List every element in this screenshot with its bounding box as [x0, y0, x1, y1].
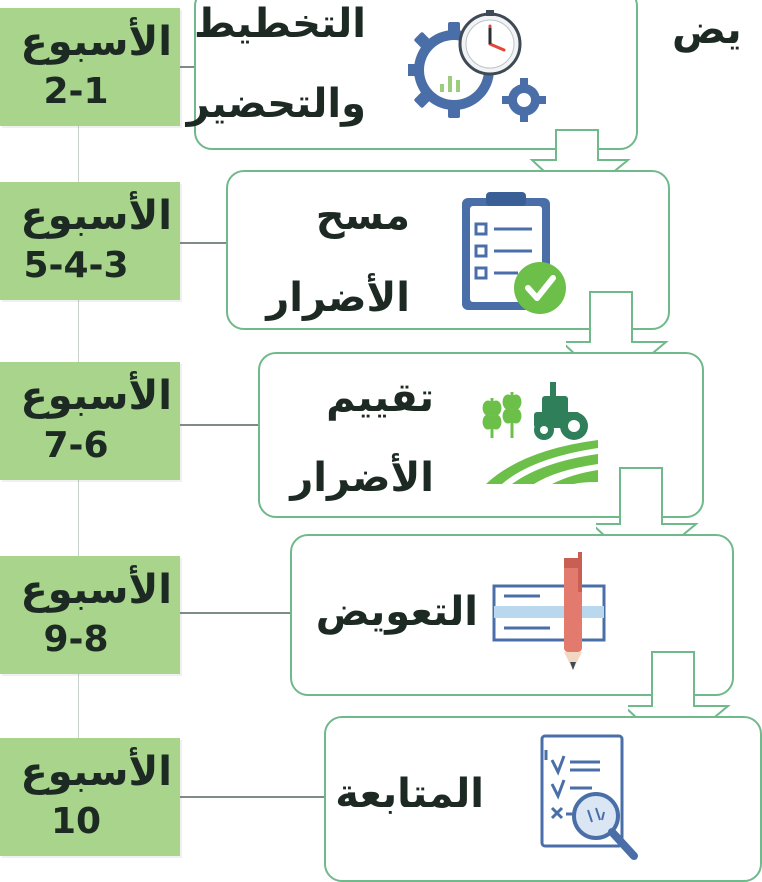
step-title-line1: مسح	[315, 193, 410, 239]
step-title-line2: والتحضير	[186, 81, 366, 127]
step-title-line2: الأضرار	[290, 455, 434, 501]
week-word: الأسبوع	[20, 373, 172, 419]
week-range: 10	[50, 801, 102, 842]
tractor-field-icon	[482, 382, 598, 484]
week-range: 5-4-3	[23, 245, 129, 286]
week-range: 2-1	[43, 71, 109, 112]
connector-line-3	[180, 424, 260, 426]
week-range: 9-8	[43, 619, 109, 660]
week-word: الأسبوع	[20, 567, 172, 613]
connector-line-1	[180, 66, 196, 68]
connector-line-2	[180, 242, 228, 244]
cut-off-label: يض	[672, 7, 742, 53]
week-label-2: الأسبوع 5-4-3	[0, 182, 180, 300]
week-label-3: الأسبوع 7-6	[0, 362, 180, 480]
step-title-line1: التخطيط	[193, 1, 366, 47]
week-word: الأسبوع	[20, 749, 172, 795]
step-box-follow-up: المتابعة	[324, 716, 762, 882]
week-word: الأسبوع	[20, 193, 172, 239]
step-title-line1: المتابعة	[335, 771, 484, 817]
gears-clock-icon	[408, 10, 546, 122]
week-range: 7-6	[43, 425, 109, 466]
step-title-line1: التعويض	[315, 589, 478, 635]
week-word: الأسبوع	[20, 19, 172, 65]
connector-line-4	[180, 612, 292, 614]
step-box-planning: التخطيط والتحضير	[187, 0, 638, 150]
week-label-4: الأسبوع 9-8	[0, 556, 180, 674]
week-label-5: الأسبوع 10	[0, 738, 180, 856]
connector-line-5	[180, 796, 326, 798]
step-box-damage-assessment: تقييم الأضرار	[258, 352, 704, 518]
clipboard-checklist-icon	[462, 192, 566, 314]
week-label-1: الأسبوع 2-1	[0, 8, 180, 126]
document-magnifier-icon	[540, 734, 638, 860]
step-title-line1: تقييم	[326, 375, 434, 421]
step-title-line2: الأضرار	[266, 275, 410, 321]
check-pen-icon	[492, 552, 606, 670]
